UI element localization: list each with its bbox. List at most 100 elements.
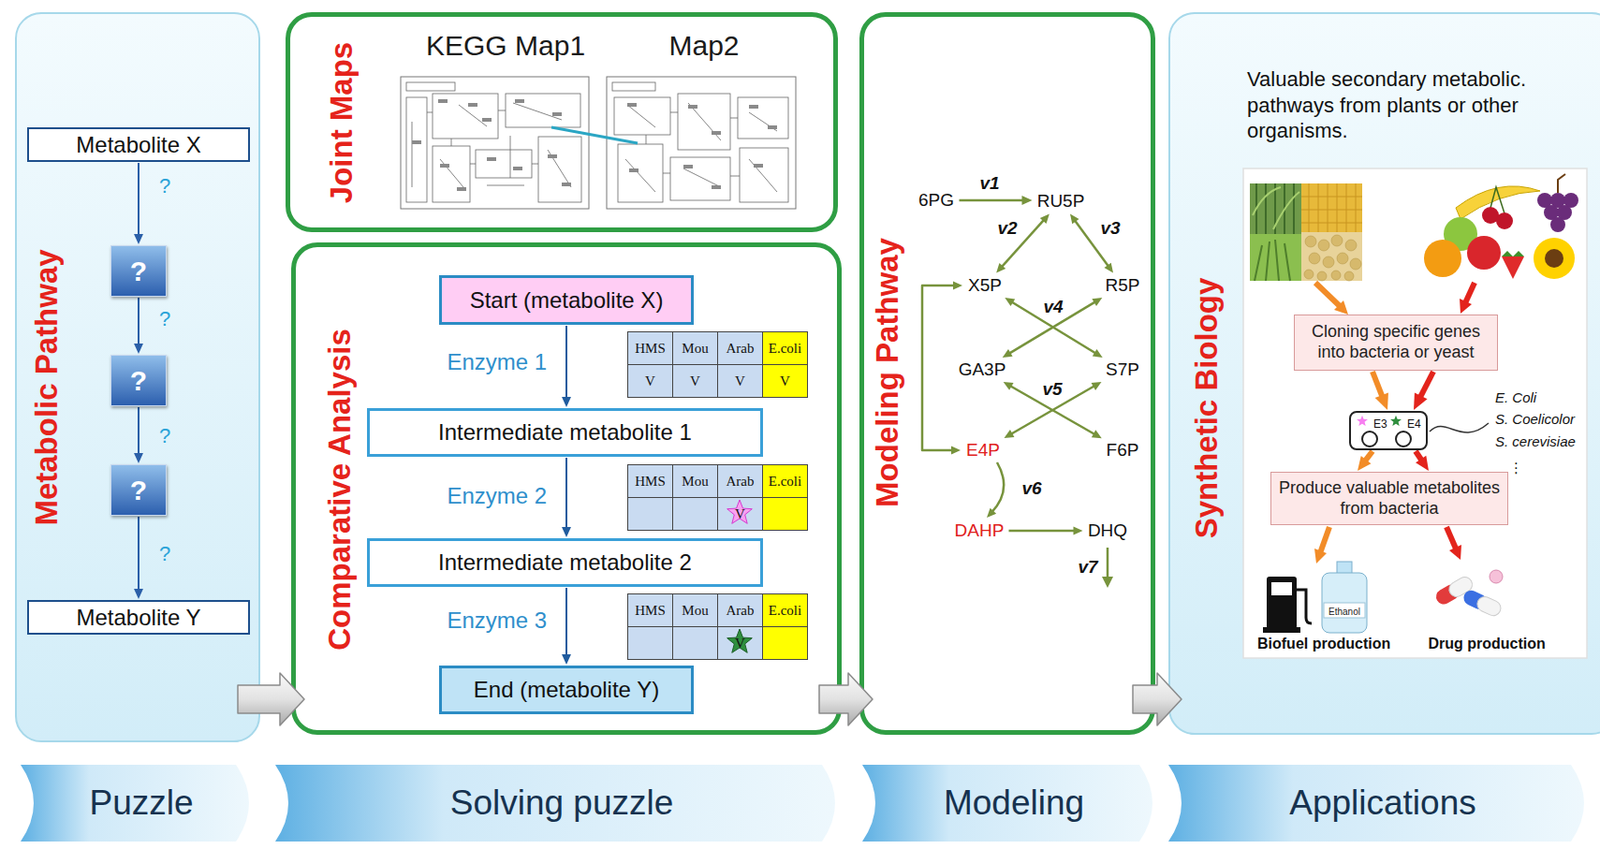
species-table: HMS Mou Arab E.coliV bbox=[627, 593, 808, 661]
table-text: Arab bbox=[726, 602, 755, 618]
table-cell: Mou bbox=[673, 332, 719, 366]
node-label: ? bbox=[130, 255, 147, 288]
panel-description: Valuable secondary metabolic. pathways f… bbox=[1247, 67, 1527, 143]
species-table: HMSMouArabE.coliVVVV bbox=[628, 332, 808, 398]
band-shape bbox=[862, 764, 1153, 842]
process-box: Cloning specific genes into bacteria or … bbox=[1293, 314, 1498, 371]
node-label: Metabolite Y bbox=[76, 604, 202, 632]
metabolite-name: S7P bbox=[1102, 358, 1143, 382]
species-table: HMSMouArabE.coliVVVV bbox=[627, 331, 808, 398]
table-text: HMS bbox=[634, 602, 666, 618]
table-text: E.coli bbox=[768, 473, 802, 489]
table-text: Arab bbox=[726, 340, 755, 356]
node-label: E4P bbox=[966, 440, 1000, 461]
species-table: HMS MouArabE.coliV bbox=[627, 464, 808, 531]
node-label: Intermediate metabolite 1 bbox=[438, 419, 692, 446]
table-cell: E.coli bbox=[763, 594, 808, 628]
edge-label: ? bbox=[159, 307, 171, 331]
edge-label: v2 bbox=[996, 218, 1020, 238]
table-row: VVVV bbox=[628, 365, 808, 398]
table-row: V bbox=[628, 498, 808, 531]
process-box: Produce valuable metabolites from bacter… bbox=[1270, 471, 1509, 526]
edge-label: Enzyme 2 bbox=[447, 483, 548, 509]
band-shape bbox=[275, 764, 836, 842]
table-cell: Arab bbox=[718, 465, 764, 499]
product-caption: Biofuel production bbox=[1257, 635, 1391, 652]
metabolite-name: 6PG bbox=[915, 189, 958, 212]
table-cell: Mou bbox=[673, 465, 719, 499]
table-row: HMS Mou Arab E.coli bbox=[628, 594, 808, 628]
metabolite-box: Metabolite Y bbox=[27, 600, 250, 635]
intermediate-box: Intermediate metabolite 1 bbox=[366, 408, 764, 457]
ellipsis-mark: ⋮ bbox=[1509, 459, 1524, 476]
node-label: GA3P bbox=[958, 359, 1007, 381]
edge-label-holder: Enzyme 2 bbox=[447, 483, 548, 510]
edge-label-holder: Enzyme 1 bbox=[447, 349, 548, 376]
stage-band: Puzzle bbox=[20, 764, 263, 842]
node-label: Solving puzzle bbox=[450, 783, 675, 823]
product-caption-holder: Biofuel production bbox=[1257, 635, 1391, 653]
table-cell bbox=[673, 498, 719, 531]
map-title-holder: Map2 bbox=[669, 29, 740, 62]
table-cell: HMS bbox=[628, 594, 674, 628]
metabolite-box: Metabolite X bbox=[27, 127, 250, 162]
table-row: HMSMou Arab E.coli bbox=[628, 332, 808, 366]
table-text: V bbox=[645, 373, 656, 389]
rate-label: v7 bbox=[1076, 557, 1101, 577]
table-text: Mou bbox=[681, 602, 708, 618]
organism-name: S. Coelicolor bbox=[1495, 411, 1575, 427]
edge-label-holder: Enzyme 3 bbox=[447, 607, 548, 634]
table-cell: V bbox=[763, 365, 808, 398]
table-cell: E.coli bbox=[763, 332, 808, 366]
band-shape bbox=[20, 764, 250, 842]
table-cell: V bbox=[628, 365, 674, 398]
green-star bbox=[727, 629, 753, 653]
node-label: RU5P bbox=[1037, 190, 1086, 212]
plasmid bbox=[1362, 431, 1378, 447]
bottle-label-holder: Ethanol bbox=[1328, 601, 1361, 619]
panel-title: Comparative Analysis bbox=[322, 328, 357, 651]
table-text: V bbox=[734, 506, 746, 522]
table-text: V bbox=[734, 635, 746, 651]
stage-band: Applications bbox=[1168, 764, 1598, 842]
node-label: Produce valuable metabolites from bacter… bbox=[1277, 478, 1501, 519]
band-shape bbox=[1168, 764, 1585, 842]
table-text: HMS bbox=[634, 473, 666, 489]
ellipsis-mark-holder: ⋮ bbox=[1509, 459, 1524, 477]
title-holder: Joint Maps bbox=[323, 42, 360, 204]
table-cell: Arab bbox=[718, 594, 764, 628]
edge-label: Enzyme 3 bbox=[447, 607, 548, 633]
host-cell: E3 E4 bbox=[1349, 411, 1428, 451]
edge-label-holder: ? bbox=[159, 307, 171, 332]
unknown-step-box: ? bbox=[110, 354, 167, 407]
table-text: E.coli bbox=[768, 340, 802, 356]
node-label: DHQ bbox=[1087, 520, 1128, 542]
panel-title: Modeling Pathway bbox=[869, 237, 905, 508]
table-cell: V bbox=[673, 365, 719, 398]
node-label: ? bbox=[130, 474, 147, 507]
node-label: DAHP bbox=[954, 520, 1005, 542]
gene-label: E4 bbox=[1407, 417, 1422, 431]
edge-label-holder: v6 bbox=[1020, 478, 1044, 500]
metabolite-name: E4P bbox=[963, 439, 1003, 462]
text-holder: E3 bbox=[1373, 414, 1388, 432]
table-cell: V bbox=[718, 365, 764, 398]
product-caption-holder: Drug production bbox=[1428, 635, 1546, 653]
node-label: End (metabolite Y) bbox=[473, 676, 660, 704]
node-label: Modeling bbox=[943, 783, 1085, 823]
panel-title: Synthetic Biology bbox=[1188, 278, 1224, 540]
table-cell bbox=[628, 627, 674, 661]
table-cell bbox=[763, 498, 808, 531]
table-cell: Mou bbox=[673, 594, 719, 628]
stage-band: Solving puzzle bbox=[275, 764, 849, 842]
map-title: Map2 bbox=[669, 29, 740, 61]
node-label: Intermediate metabolite 2 bbox=[438, 549, 692, 576]
table-text: V bbox=[734, 373, 746, 389]
gene-label: E3 bbox=[1373, 417, 1388, 431]
pathway-panel: Metabolic PathwayMetabolite X???Metaboli… bbox=[14, 12, 261, 743]
node-label: R5P bbox=[1105, 275, 1141, 296]
rate-label-holder: v7 bbox=[1076, 557, 1101, 578]
node-label: X5P bbox=[968, 275, 1002, 296]
table-cell: HMS bbox=[628, 332, 674, 366]
